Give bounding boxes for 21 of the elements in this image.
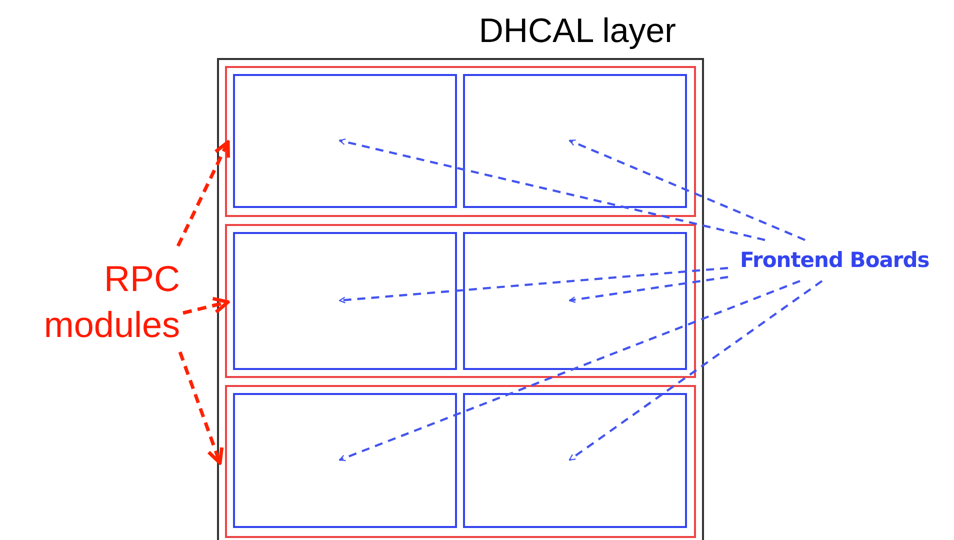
leader-arrow [338,138,766,242]
frontend-board-box [462,392,686,528]
leader-arrow [568,139,806,242]
frontend-board-box [232,74,456,208]
layer-heading: DHCAL layer [478,12,677,51]
frontend-board-box [232,392,456,528]
leader-arrow [338,266,728,304]
leader-arrow [568,280,823,461]
leader-arrow [568,276,728,303]
callout-text: RPC modules [42,257,180,347]
leader-arrow [176,140,230,247]
frontend-board-box [232,232,456,370]
leader-arrow [338,280,800,462]
rpc-module-box [225,385,696,538]
rpc-module-box [225,66,696,217]
frontend-board-box [462,232,686,370]
leader-arrow [182,296,230,315]
callout-text: Frontend Boards [740,248,930,272]
frontend-board-box [462,74,686,208]
leader-arrow [178,351,224,465]
rpc-module-box [225,224,696,378]
